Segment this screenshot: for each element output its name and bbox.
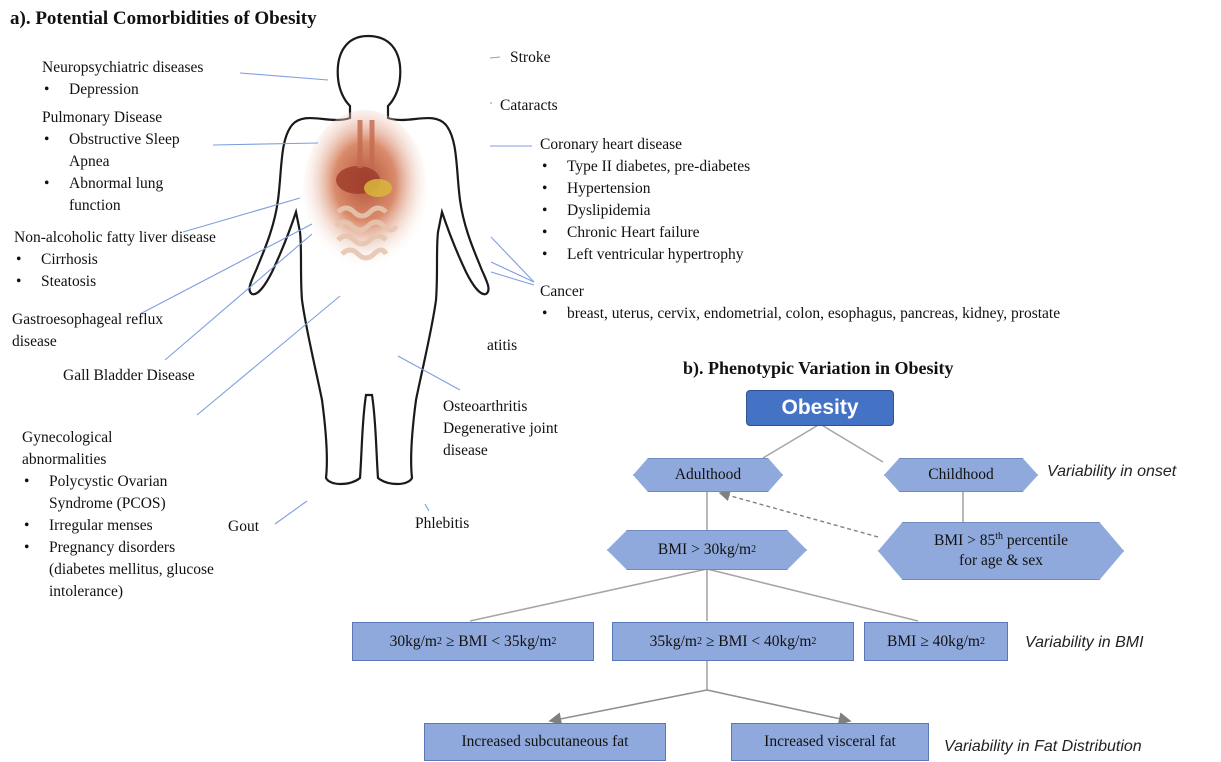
bmi-class-2-b: ≥ BMI < 40kg/m <box>702 633 811 651</box>
bmi-class-1-a: 30kg/m <box>390 633 437 651</box>
bmi-child-line1: BMI > 85th percentile <box>934 531 1068 551</box>
variability-fat-label: Variability in Fat Distribution <box>944 738 1142 756</box>
bmi-class-1-b: ≥ BMI < 35kg/m <box>442 633 551 651</box>
bmi-child-prefix: BMI > 85 <box>934 532 995 549</box>
bmi-child-sup: th <box>995 531 1003 542</box>
variability-bmi-label: Variability in BMI <box>1025 634 1144 652</box>
adulthood-node: Adulthood <box>633 458 783 492</box>
bmi-adult-prefix: BMI > 30kg/m <box>658 540 751 560</box>
bmi-child-node: BMI > 85th percentile for age & sex <box>878 522 1124 580</box>
visceral-fat-node: Increased visceral fat <box>731 723 929 761</box>
bmi-child-line2: for age & sex <box>959 551 1043 571</box>
bmi-class-2-a: 35kg/m <box>650 633 697 651</box>
variability-onset-label: Variability in onset <box>1047 463 1176 481</box>
bmi-class-3-a: BMI ≥ 40kg/m <box>887 633 980 651</box>
childhood-node: Childhood <box>884 458 1038 492</box>
subcutaneous-fat-node: Increased subcutaneous fat <box>424 723 666 761</box>
obesity-root-node: Obesity <box>746 390 894 426</box>
bmi-child-suffix: percentile <box>1003 532 1068 549</box>
